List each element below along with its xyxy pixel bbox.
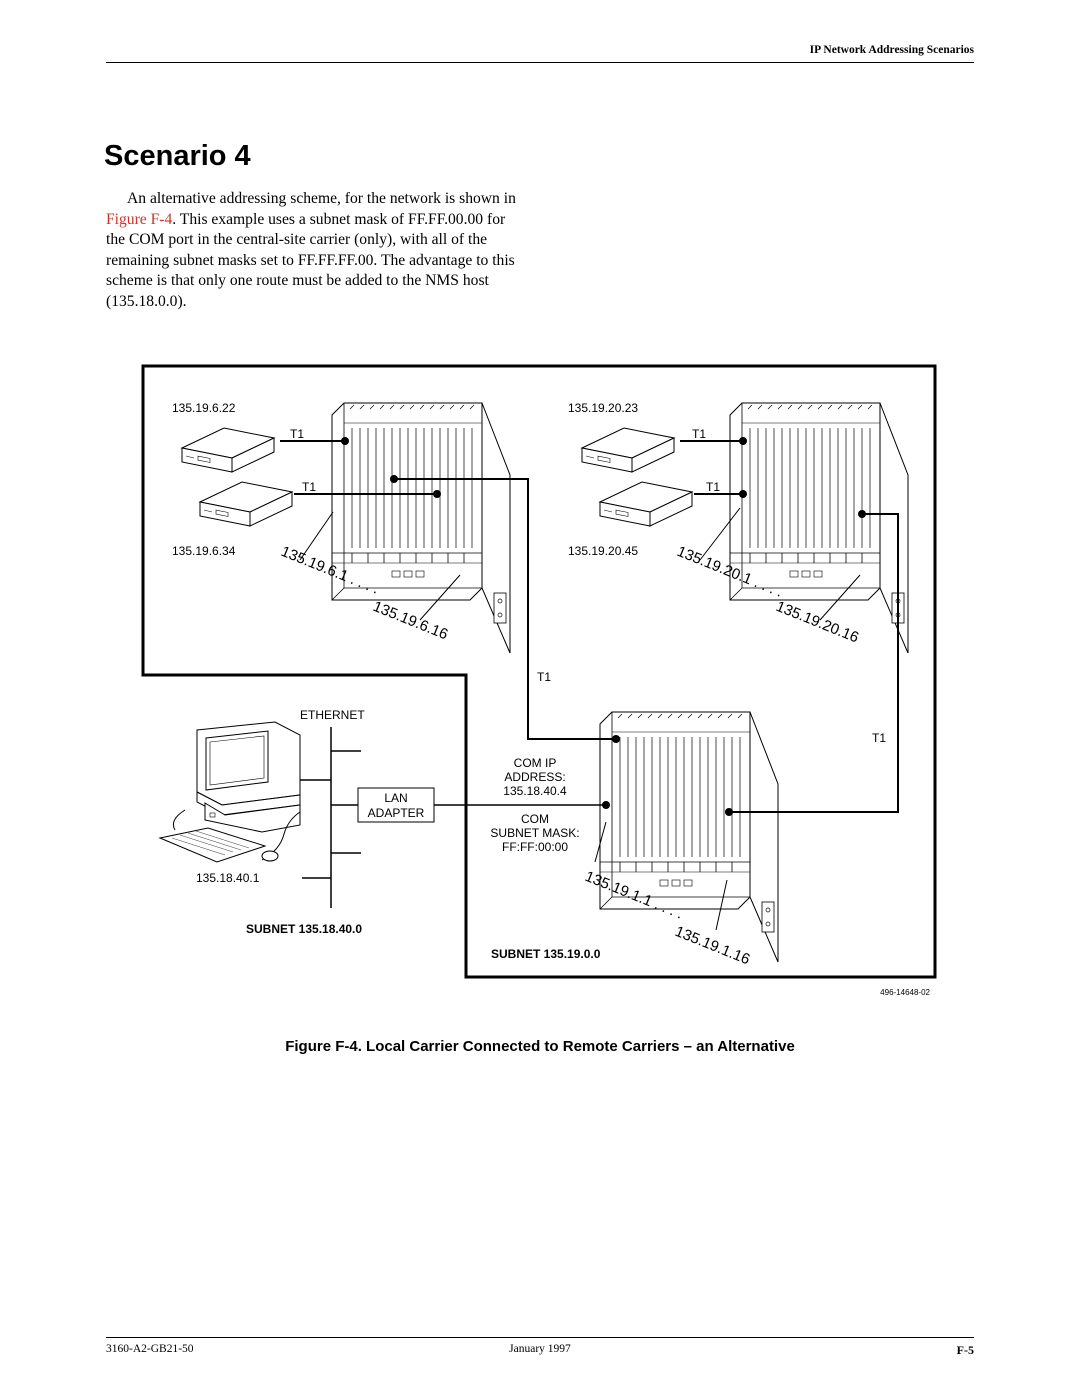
left-range-end: 135.19.6.16 <box>371 598 451 643</box>
left-t1-top: T1 <box>290 427 304 441</box>
com-port <box>602 801 610 809</box>
t1-link-right-end-port <box>725 808 733 816</box>
network-diagram: 135.19.6.22 T1 T1 135.19.6.34 135.19.6.1… <box>141 364 937 997</box>
central-range-pointer-1 <box>594 821 607 863</box>
com-ip-label: COM IP <box>514 756 557 770</box>
right-dsu-top-ip: 135.19.20.23 <box>568 401 638 415</box>
left-t1-bottom-port <box>433 490 441 498</box>
workstation-ip: 135.18.40.1 <box>196 871 260 885</box>
right-range-pointer-2 <box>819 574 861 621</box>
left-t1-top-port <box>341 437 349 445</box>
left-t1-bottom: T1 <box>302 480 316 494</box>
dsu-top-right <box>581 427 675 473</box>
dsu-top-left <box>181 427 275 473</box>
left-range-pointer-1 <box>299 511 334 561</box>
central-range-end-label: 135.19.1.16 <box>673 923 753 968</box>
address-label: ADDRESS: <box>504 770 565 784</box>
figure-frame <box>141 364 937 979</box>
t1-link-right <box>729 513 899 813</box>
lan-subnet-label: SUBNET 135.18.40.0 <box>246 922 362 936</box>
running-header: IP Network Addressing Scenarios <box>809 44 974 56</box>
central-site-carrier <box>599 711 779 963</box>
right-dsu-bottom-ip: 135.19.20.45 <box>568 544 638 558</box>
right-t1-top-port <box>739 437 747 445</box>
paragraph-text-end: . This example uses a subnet mask of FF.… <box>106 210 515 310</box>
central-subnet-label: SUBNET 135.19.0.0 <box>491 947 601 961</box>
left-range-end-label: 135.19.6.16 <box>371 598 451 643</box>
right-range-end: 135.19.20.16 <box>774 598 862 647</box>
right-range-pointer-1 <box>699 507 741 561</box>
figure-caption: Figure F-4. Local Carrier Connected to R… <box>285 1038 795 1055</box>
t1-link-left-end-port <box>612 735 620 743</box>
section-title: Scenario 4 <box>104 140 251 172</box>
ethernet-label: ETHERNET <box>300 708 365 722</box>
right-range-end-label: 135.19.20.16 <box>774 598 862 647</box>
header-rule <box>106 62 974 63</box>
central-t1-left: T1 <box>537 670 551 684</box>
left-dsu-bottom-ip: 135.19.6.34 <box>172 544 236 558</box>
dsu-bottom-left <box>199 481 293 527</box>
t1-link-left-start-port <box>390 475 398 483</box>
lan-adapter-box <box>357 787 435 823</box>
footer-doc-number: 3160-A2-GB21-50 <box>106 1343 194 1355</box>
right-t1-bottom: T1 <box>706 480 720 494</box>
nms-workstation <box>158 721 301 863</box>
lan-label: LAN <box>384 791 407 805</box>
central-range-pointer-2 <box>715 879 728 931</box>
adapter-label: ADAPTER <box>368 806 425 820</box>
paragraph-text-start: An alternative addressing scheme, for th… <box>127 190 516 207</box>
right-t1-bottom-port <box>739 490 747 498</box>
subnet-mask-label: SUBNET MASK: <box>490 826 579 840</box>
central-t1-right: T1 <box>872 731 886 745</box>
t1-link-right-start-port <box>858 510 866 518</box>
central-range-end: 135.19.1.16 <box>673 923 753 968</box>
left-range-pointer-2 <box>419 574 461 621</box>
t1-link-left <box>394 478 616 740</box>
right-t1-top: T1 <box>692 427 706 441</box>
com-label: COM <box>521 812 549 826</box>
footer-page-number: F-5 <box>956 1343 974 1357</box>
subnet-mask-value: FF:FF:00:00 <box>502 840 568 854</box>
figure-link[interactable]: Figure F-4 <box>106 210 173 228</box>
left-dsu-top-ip: 135.19.6.22 <box>172 401 236 415</box>
footer-rule <box>106 1337 974 1338</box>
com-ip-address: 135.18.40.4 <box>503 784 567 798</box>
figure-id: 496-14648-02 <box>880 988 930 997</box>
body-paragraph: An alternative addressing scheme, for th… <box>106 189 526 312</box>
footer-date: January 1997 <box>509 1343 571 1355</box>
dsu-bottom-right <box>599 481 693 527</box>
